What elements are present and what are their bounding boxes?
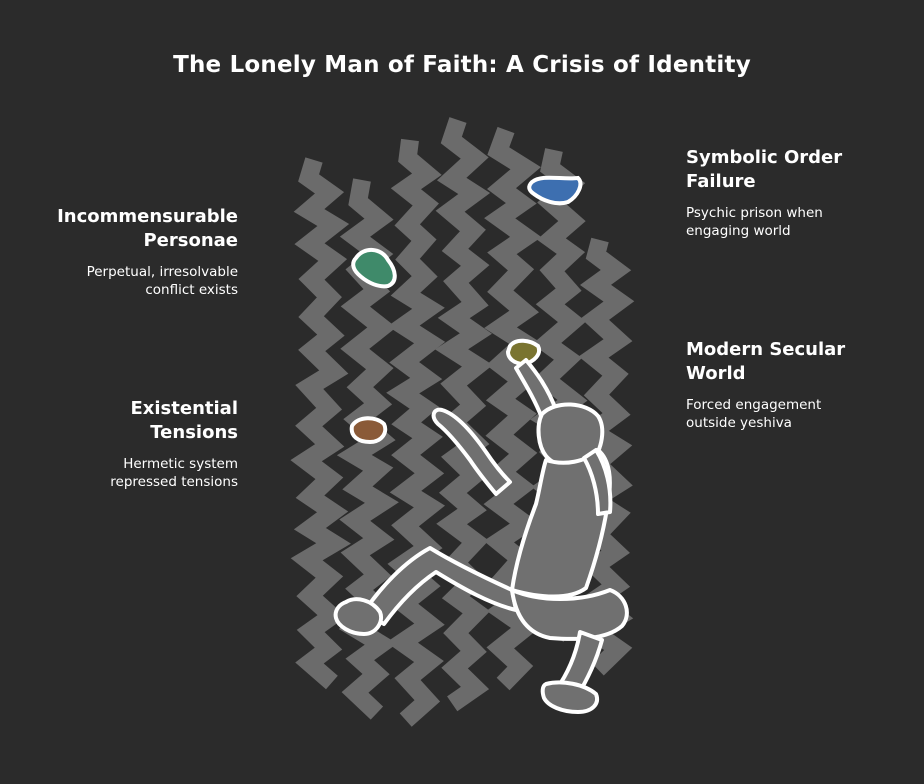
label-description: Forced engagement outside yeshiva bbox=[686, 397, 822, 431]
label-existential-tensions: Existential Tensions Hermetic system rep… bbox=[0, 397, 238, 491]
label-heading: Modern Secular World bbox=[686, 339, 846, 384]
label-description: Hermetic system repressed tensions bbox=[110, 456, 238, 490]
wall-texture-stroke bbox=[386, 138, 446, 727]
climbing-hold-brown bbox=[349, 416, 388, 445]
label-description: Psychic prison when engaging world bbox=[686, 205, 823, 239]
climbing-hold-blue bbox=[527, 175, 583, 206]
climbing-wall-illustration bbox=[290, 117, 635, 727]
label-description: Perpetual, irresolvable conflict exists bbox=[86, 264, 238, 298]
label-heading: Existential Tensions bbox=[130, 398, 238, 443]
label-heading: Symbolic Order Failure bbox=[686, 147, 843, 192]
wall-texture-stroke bbox=[290, 157, 351, 690]
label-symbolic-order-failure: Symbolic Order Failure Psychic prison wh… bbox=[686, 146, 886, 240]
label-modern-secular-world: Modern Secular World Forced engagement o… bbox=[686, 338, 886, 432]
page-title: The Lonely Man of Faith: A Crisis of Ide… bbox=[173, 52, 751, 78]
wall-texture-stroke bbox=[434, 117, 493, 712]
climbing-hold-green bbox=[351, 248, 397, 289]
climbing-hold-olive bbox=[505, 338, 541, 367]
climber-figure bbox=[333, 358, 629, 714]
label-heading: Incommensurable Personae bbox=[57, 206, 238, 251]
label-incommensurable-personae: Incommensurable Personae Perpetual, irre… bbox=[0, 205, 238, 299]
